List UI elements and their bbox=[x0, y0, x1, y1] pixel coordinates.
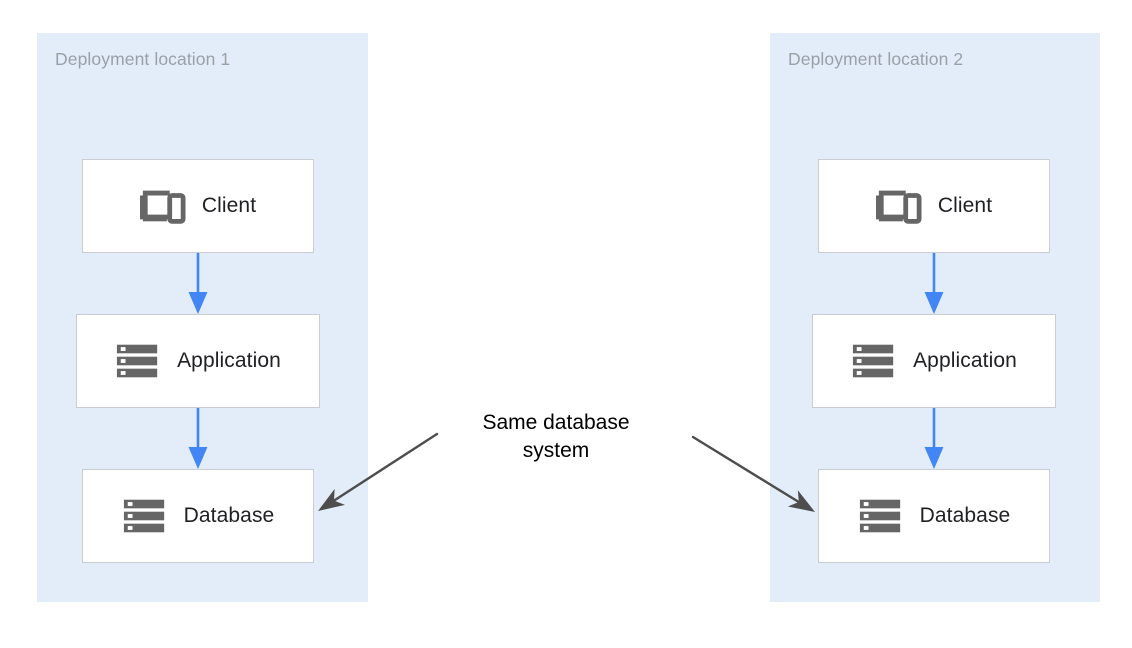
node-application-2[interactable]: Application bbox=[812, 314, 1056, 408]
node-label: Database bbox=[919, 504, 1011, 527]
node-content: Client bbox=[139, 186, 257, 226]
node-client-2[interactable]: Client bbox=[818, 159, 1050, 253]
node-label: Application bbox=[177, 349, 281, 372]
node-label: Application bbox=[913, 349, 1017, 372]
node-content: Client bbox=[875, 186, 993, 226]
node-client-1[interactable]: Client bbox=[82, 159, 314, 253]
annotation-same-database-system: Same database system bbox=[482, 411, 630, 462]
node-content: Database bbox=[122, 496, 275, 536]
flow-arrow-client-to-application-1 bbox=[188, 253, 208, 314]
devices-icon bbox=[875, 190, 922, 224]
database-icon bbox=[859, 499, 900, 533]
deployment-zone-2-title: Deployment location 2 bbox=[788, 49, 964, 69]
node-label: Client bbox=[201, 194, 257, 217]
node-database-1[interactable]: Database bbox=[82, 469, 314, 563]
flow-arrow-application-to-database-1 bbox=[188, 408, 208, 469]
server-icon bbox=[852, 344, 894, 378]
devices-icon bbox=[139, 190, 186, 224]
node-content: Application bbox=[115, 341, 281, 381]
node-database-2[interactable]: Database bbox=[818, 469, 1050, 563]
node-content: Database bbox=[858, 496, 1011, 536]
node-application-1[interactable]: Application bbox=[76, 314, 320, 408]
deployment-zone-1-title: Deployment location 1 bbox=[55, 49, 231, 69]
database-icon bbox=[123, 499, 164, 533]
server-icon bbox=[116, 344, 158, 378]
node-label: Database bbox=[183, 504, 275, 527]
flow-arrow-application-to-database-2 bbox=[924, 408, 944, 469]
flow-arrow-client-to-application-2 bbox=[924, 253, 944, 314]
node-label: Client bbox=[937, 194, 993, 217]
node-content: Application bbox=[851, 341, 1017, 381]
